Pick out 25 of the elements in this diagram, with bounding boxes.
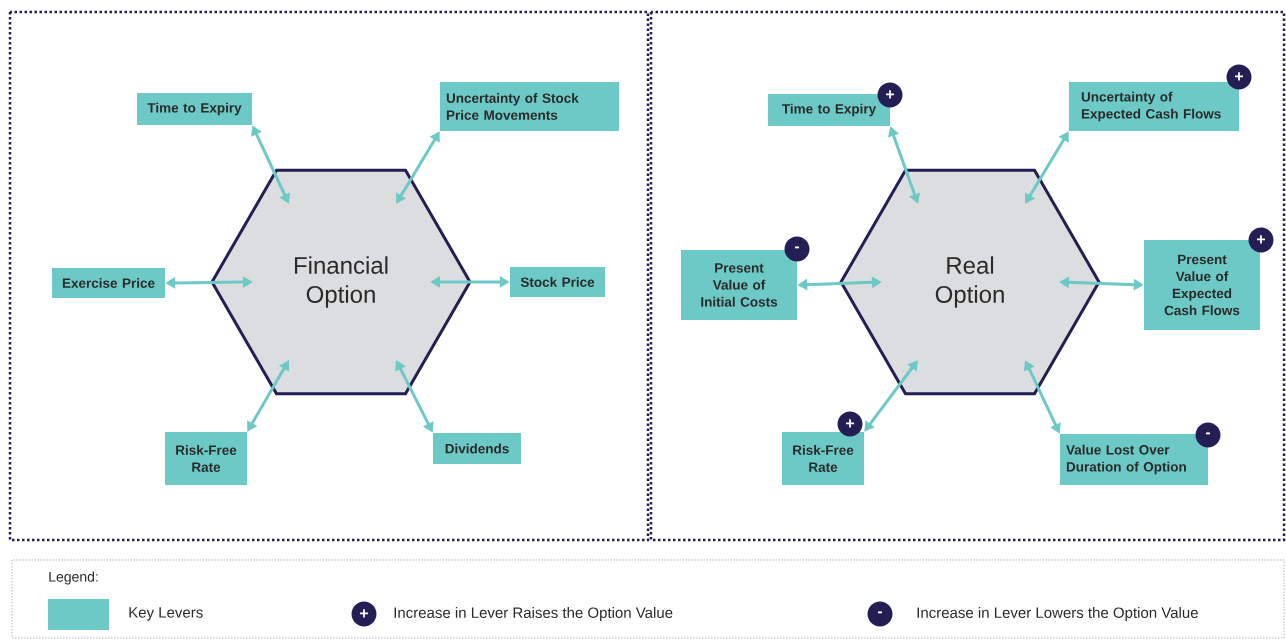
sign-badge: - bbox=[867, 601, 893, 627]
hexagon: Real Option bbox=[839, 168, 1101, 396]
hexagon: Financial Option bbox=[210, 168, 472, 396]
legend-text: Key Levers bbox=[129, 607, 203, 621]
lever-box: Uncertainty of Expected Cash Flows bbox=[1069, 82, 1239, 131]
sign-badge: + bbox=[1248, 227, 1274, 253]
lever-box: Value Lost Over Duration of Option bbox=[1060, 434, 1208, 485]
sign-badge: + bbox=[351, 601, 377, 627]
sign-badge: + bbox=[837, 411, 863, 437]
sign-badge: - bbox=[784, 236, 810, 262]
lever-box: Dividends bbox=[433, 433, 521, 464]
lever-box: Exercise Price bbox=[52, 268, 165, 298]
lever-box: Time to Expiry bbox=[137, 93, 252, 125]
lever-box: Present Value of Expected Cash Flows bbox=[1144, 240, 1260, 330]
sign-badge: + bbox=[1226, 64, 1252, 90]
lever-box: Risk-Free Rate bbox=[782, 432, 864, 485]
lever-box: Risk-Free Rate bbox=[165, 432, 247, 485]
sign-badge: - bbox=[1195, 422, 1221, 448]
lever-box: Stock Price bbox=[510, 267, 605, 297]
lever-box: Uncertainty of Stock Price Movements bbox=[440, 82, 619, 131]
sign-badge: + bbox=[877, 82, 903, 108]
legend-text: Increase in Lever Lowers the Option Value bbox=[917, 607, 1198, 621]
legend-title: Legend: bbox=[49, 571, 98, 585]
lever-box: Present Value of Initial Costs bbox=[681, 250, 797, 320]
legend-text: Increase in Lever Raises the Option Value bbox=[394, 607, 673, 621]
